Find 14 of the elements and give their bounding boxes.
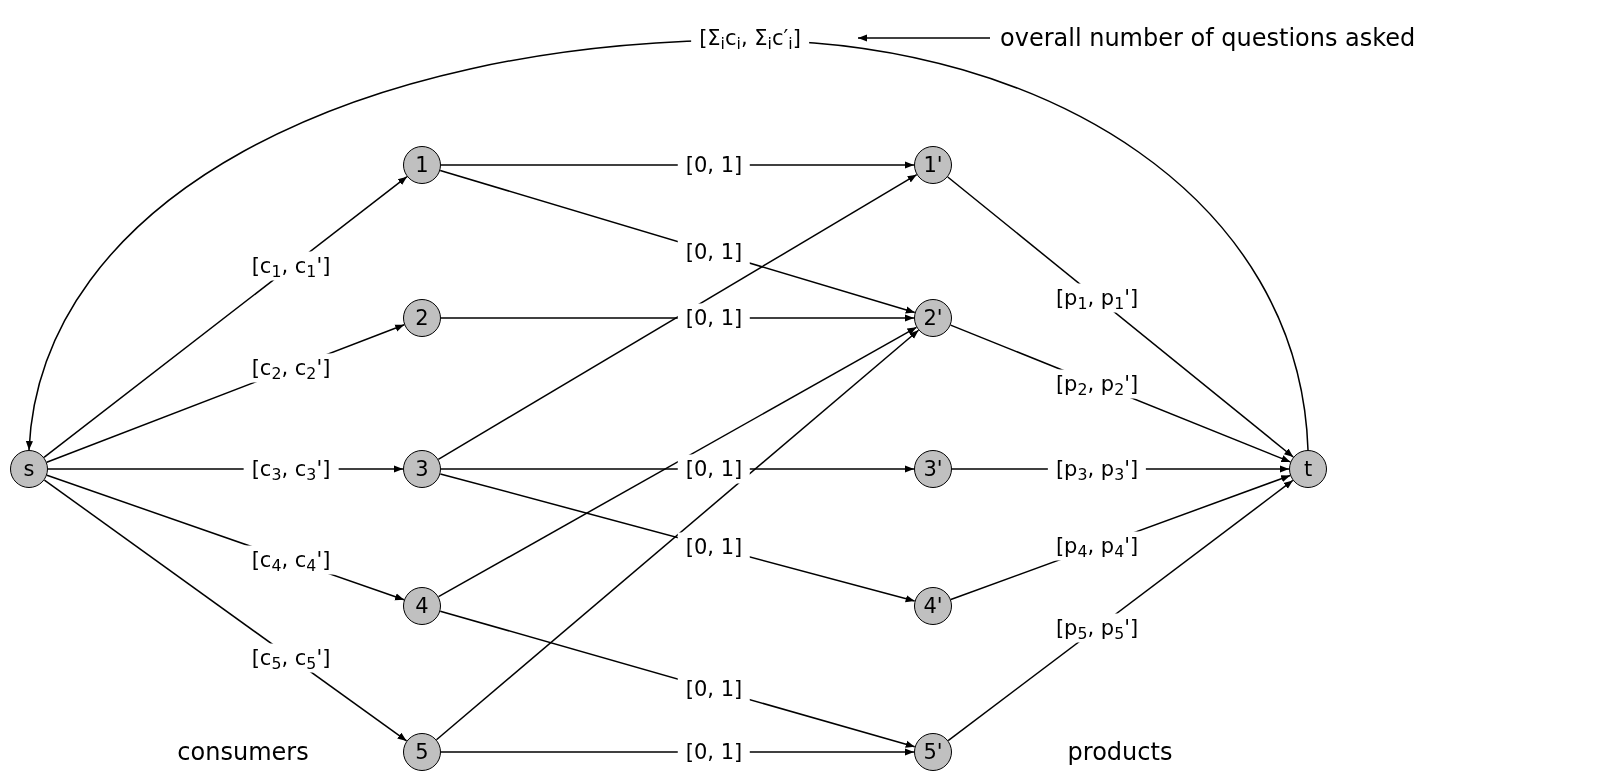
edge-label: [0, 1] xyxy=(677,454,751,484)
edge-label: [0, 1] xyxy=(677,237,751,267)
group-label: products xyxy=(1067,740,1173,764)
arrow xyxy=(947,479,1294,742)
arrow xyxy=(947,176,1294,458)
arrow xyxy=(43,175,408,459)
arrow xyxy=(26,39,1309,451)
annotation-text: overall number of questions asked xyxy=(1000,26,1416,50)
arrow xyxy=(437,326,918,598)
group-label: consumers xyxy=(177,740,309,764)
arrow xyxy=(437,173,918,461)
arrow xyxy=(43,479,408,742)
leader-arrow xyxy=(857,34,991,42)
arrow xyxy=(435,329,920,741)
